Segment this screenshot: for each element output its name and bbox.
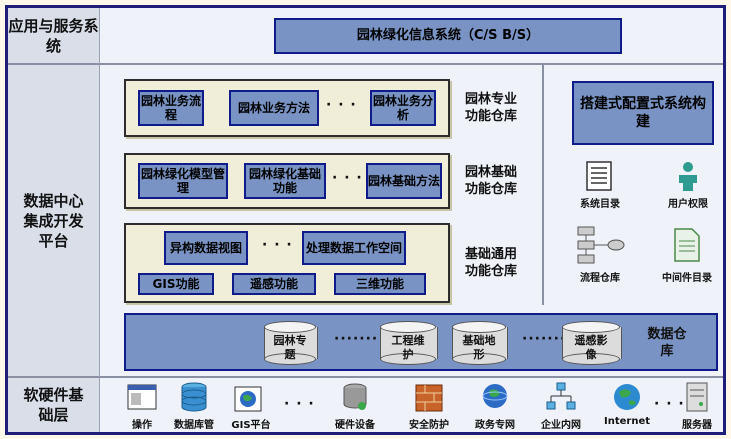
network-globe-icon: 政务专网	[466, 382, 524, 432]
infra-layer-row: 操作 数据库管 GIS平台 · · ·	[100, 378, 723, 432]
document-list-icon: 系统目录	[570, 161, 630, 211]
globe-icon: GIS平台	[226, 382, 276, 432]
basic-item: 园林绿化模型管理	[138, 163, 228, 199]
database-label: 基础地形	[462, 334, 496, 361]
right-panel-divider	[542, 65, 544, 305]
user-icon: 用户权限	[656, 161, 720, 211]
separator: ·······	[522, 331, 567, 347]
professional-function-group: 园林业务流程 园林业务方法 · · · 园林业务分析	[124, 79, 450, 137]
database-cylinder: 基础地形	[452, 321, 508, 365]
database-cylinder: 园林专题	[264, 321, 318, 365]
icon-label: GIS平台	[231, 420, 271, 431]
basic-item: 园林基础方法	[366, 163, 442, 199]
icon-label: 操作	[132, 420, 152, 431]
ellipsis: · · ·	[284, 396, 315, 412]
general-item: 异构数据视图	[164, 231, 248, 265]
professional-item: 园林业务分析	[370, 90, 436, 126]
database-cylinder: 遥感影像	[562, 321, 622, 365]
platform-label-text: 数据中心集成开发平台	[23, 191, 84, 250]
app-system-title: 园林绿化信息系统（C/S B/S）	[274, 18, 622, 54]
app-layer-label: 应用与服务系统	[8, 8, 100, 65]
data-warehouse-label: 数据仓库	[647, 327, 687, 359]
server-icon: 服务器	[672, 382, 722, 432]
general-store-label: 基础通用功能仓库	[464, 247, 517, 279]
professional-store-label: 园林专业功能仓库	[464, 92, 517, 124]
ellipsis: · · ·	[326, 97, 357, 113]
database-label: 遥感影像	[574, 334, 608, 361]
flowchart-icon: 流程仓库	[570, 225, 630, 285]
lan-icon: 企业内网	[532, 382, 590, 432]
icon-label: 系统目录	[580, 199, 620, 210]
ellipsis: · · ·	[654, 396, 685, 412]
data-warehouse-group: 园林专题 ······· 工程维护 基础地形 ······· 遥感影像 数据仓库	[124, 313, 718, 371]
database-label: 工程维护	[391, 334, 425, 361]
separator: ·······	[334, 331, 379, 347]
icon-label: 服务器	[682, 420, 712, 431]
config-system-box: 搭建式配置式系统构建	[572, 81, 714, 145]
database-label: 园林专题	[273, 334, 307, 361]
icon-label: 数据库管	[174, 420, 214, 431]
database-cylinder: 工程维护	[380, 321, 438, 365]
ellipsis: · · ·	[262, 237, 293, 253]
window-icon: 操作	[122, 382, 162, 432]
icon-label: Internet	[603, 416, 650, 427]
platform-label: 数据中心集成开发平台	[8, 65, 100, 378]
platform-row: 园林业务流程 园林业务方法 · · · 园林业务分析 园林专业功能仓库 园林绿化…	[100, 65, 723, 378]
icon-label: 企业内网	[541, 420, 581, 431]
app-layer-row: 园林绿化信息系统（C/S B/S）	[100, 8, 723, 65]
professional-item: 园林业务流程	[138, 90, 204, 126]
icon-label: 用户权限	[668, 199, 708, 210]
general-item: GIS功能	[138, 273, 214, 295]
icon-label: 中间件目录	[662, 273, 712, 284]
professional-item: 园林业务方法	[229, 90, 319, 126]
basic-function-group: 园林绿化模型管理 园林绿化基础功能 · · · 园林基础方法	[124, 153, 450, 209]
basic-store-label: 园林基础功能仓库	[464, 165, 517, 197]
icon-label: 政务专网	[475, 420, 515, 431]
general-function-group: 异构数据视图 · · · 处理数据工作空间 GIS功能 遥感功能 三维功能	[124, 223, 450, 303]
general-item: 遥感功能	[232, 273, 316, 295]
storage-icon: 硬件设备	[326, 382, 384, 432]
ellipsis: · · ·	[332, 170, 363, 186]
icon-label: 硬件设备	[335, 420, 375, 431]
database-icon: 数据库管	[166, 382, 222, 432]
file-icon: 中间件目录	[652, 225, 722, 285]
firewall-icon: 安全防护	[400, 382, 458, 432]
infra-layer-label: 软硬件基础层	[8, 378, 100, 432]
general-item: 三维功能	[334, 273, 426, 295]
icon-label: 流程仓库	[580, 273, 620, 284]
basic-item: 园林绿化基础功能	[244, 163, 326, 199]
architecture-diagram: 应用与服务系统 园林绿化信息系统（C/S B/S） 数据中心集成开发平台 园林业…	[5, 5, 726, 435]
icon-label: 安全防护	[409, 420, 449, 431]
general-item: 处理数据工作空间	[302, 231, 406, 265]
infra-layer-label-text: 软硬件基础层	[23, 386, 84, 424]
internet-icon: Internet	[598, 382, 656, 432]
